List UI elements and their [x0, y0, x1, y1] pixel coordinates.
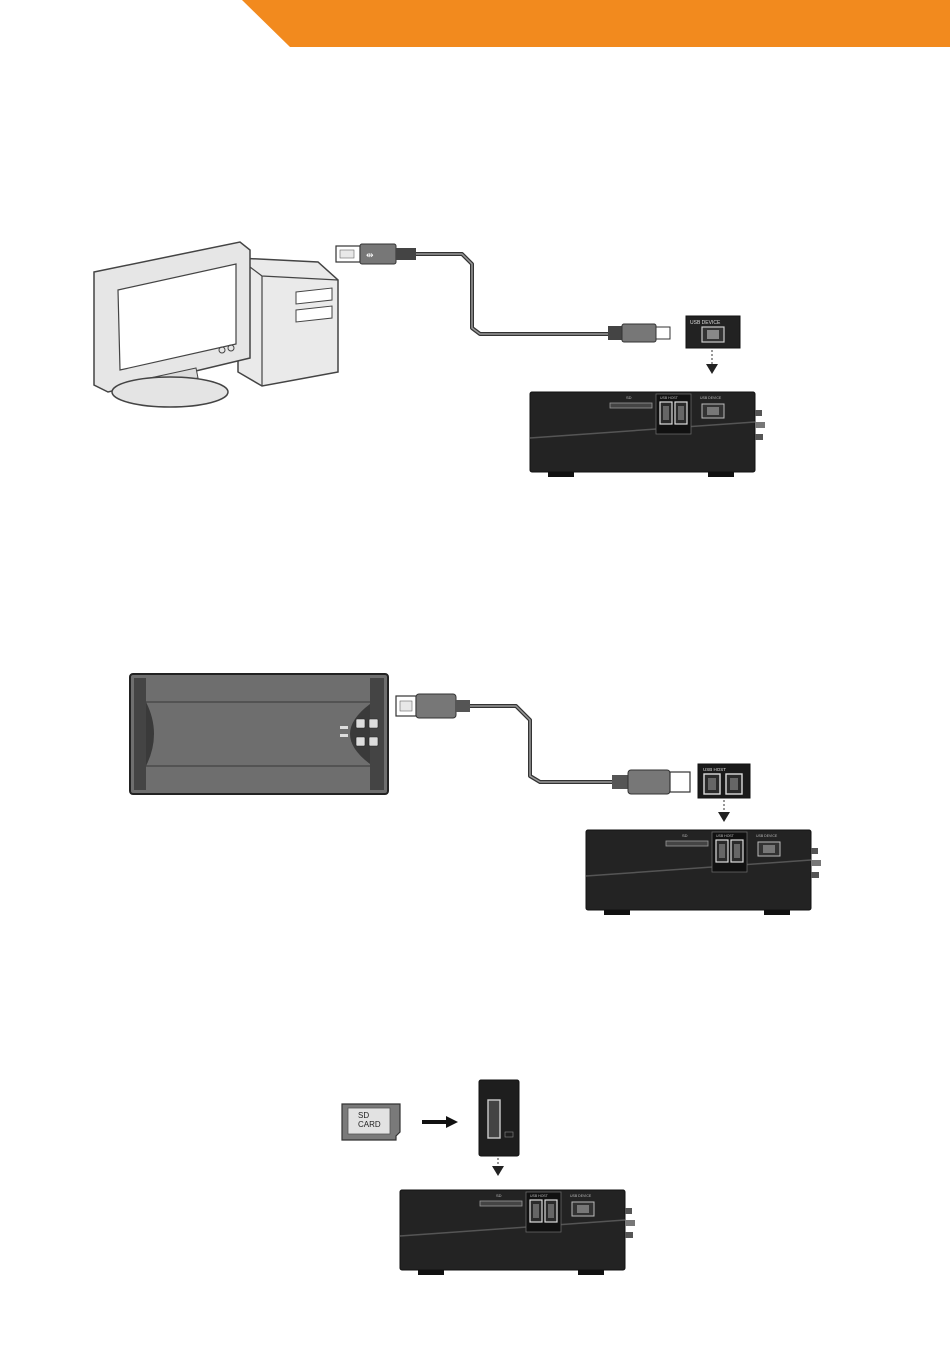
- external-hdd-icon: [130, 674, 388, 794]
- svg-text:⇹: ⇹: [366, 250, 374, 260]
- svg-text:SD: SD: [358, 1111, 369, 1120]
- figure-pc-connection: ⇹ USB DEVICE: [94, 242, 765, 477]
- figure-sd-card: SD CARD: [342, 1080, 635, 1275]
- sd-slot-detail: [479, 1080, 519, 1176]
- insert-arrow-icon: [422, 1116, 458, 1128]
- media-player-3: [400, 1190, 635, 1275]
- svg-text:USB DEVICE: USB DEVICE: [690, 320, 721, 326]
- svg-text:CARD: CARD: [358, 1120, 381, 1129]
- media-player-2: [586, 830, 821, 915]
- sd-card-icon: SD CARD: [342, 1104, 400, 1140]
- header-accent-bar: [242, 0, 950, 47]
- usb-device-port-detail: USB DEVICE: [686, 316, 740, 374]
- figure-hdd-connection: USB HOST: [130, 674, 821, 915]
- usb-cable-hdd: [396, 694, 690, 794]
- desktop-tower-icon: [238, 258, 338, 386]
- media-player-1: [530, 392, 765, 477]
- usb-cable-pc: ⇹: [336, 244, 670, 342]
- monitor-icon: [94, 242, 250, 407]
- svg-text:USB HOST: USB HOST: [703, 767, 726, 772]
- usb-host-port-detail: USB HOST: [698, 764, 750, 822]
